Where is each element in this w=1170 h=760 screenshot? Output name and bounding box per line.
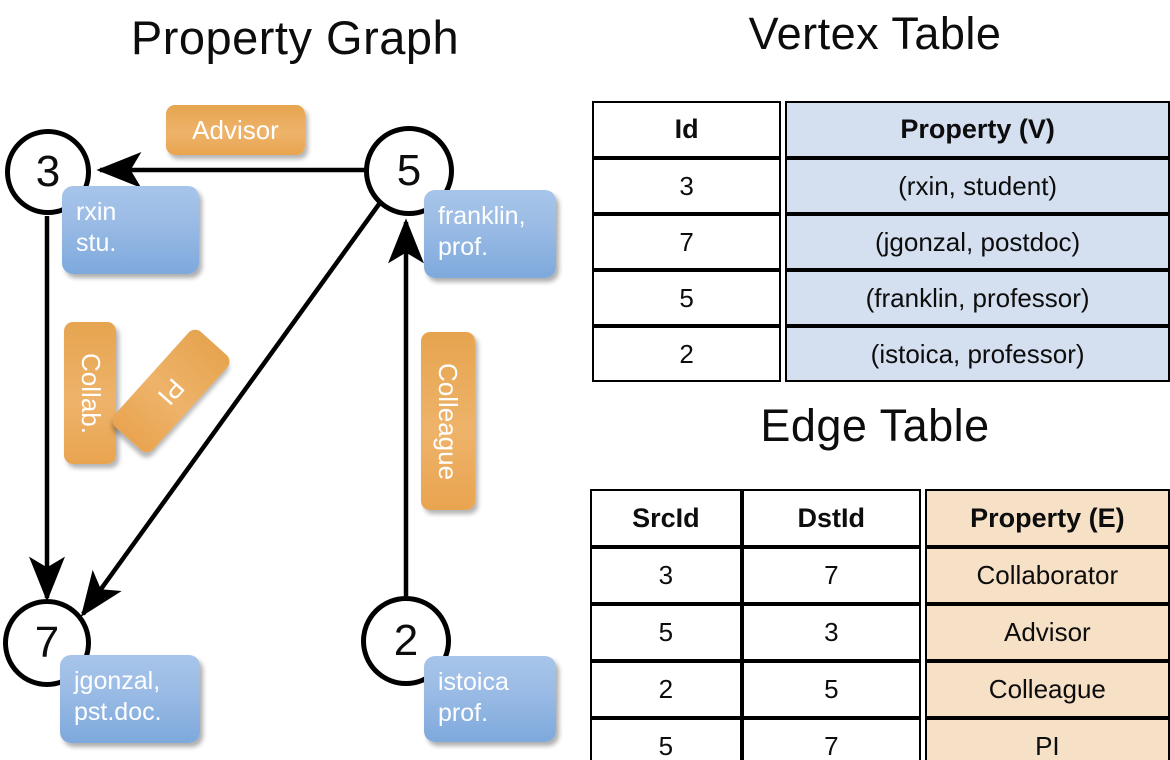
vertex-box-franklin-line2: prof. — [438, 232, 489, 261]
table-row[interactable]: 2 5 Colleague — [590, 661, 1170, 718]
edge-table-title: Edge Table — [760, 400, 990, 451]
edge-5-to-7 — [80, 198, 384, 617]
vertex-row-1-property: (jgonzal, postdoc) — [785, 214, 1170, 270]
edge-row-2-src: 2 — [590, 661, 742, 718]
vertex-row-2-id: 5 — [592, 270, 782, 326]
table-row[interactable]: 3 (rxin, student) — [592, 158, 1170, 214]
table-row[interactable]: 7 (jgonzal, postdoc) — [592, 214, 1170, 270]
vertex-row-3-id: 2 — [592, 326, 782, 382]
vertex-box-rxin-line1: rxin — [76, 198, 117, 226]
edge-row-3-dst: 7 — [741, 718, 921, 760]
vertex-row-1-gap — [781, 214, 786, 270]
table-row[interactable]: 5 (franklin, professor) — [592, 270, 1170, 326]
vertex-row-2-property: (franklin, professor) — [785, 270, 1170, 326]
edge-label-pi-text: PI — [151, 372, 191, 411]
edge-label-collab-text: Collab. — [75, 352, 106, 434]
vertex-row-3-gap — [781, 326, 786, 382]
vertex-box-jgonzal[interactable]: jgonzal, pst.doc. — [60, 655, 200, 743]
edge-row-2-property: Colleague — [924, 661, 1170, 718]
edge-table-column-gap — [920, 489, 925, 547]
vertex-box-jgonzal-line2: pst.doc. — [74, 697, 162, 726]
edge-row-1-dst: 3 — [741, 604, 921, 661]
edge-row-3-src: 5 — [590, 718, 742, 760]
table-row[interactable]: 5 7 PI — [590, 718, 1170, 760]
edge-table-header-property: Property (E) — [924, 489, 1170, 547]
edge-row-0-src: 3 — [590, 547, 742, 604]
graph-node-5[interactable]: 5 — [364, 126, 454, 216]
edge-table-header-row: SrcId DstId Property (E) — [590, 489, 1170, 547]
vertex-box-rxin[interactable]: rxin stu. — [62, 186, 199, 274]
vertex-table-header-property: Property (V) — [785, 101, 1170, 158]
edge-label-colleague[interactable]: Colleague — [421, 332, 475, 510]
vertex-table-header-id: Id — [592, 101, 782, 158]
table-row[interactable]: 3 7 Collaborator — [590, 547, 1170, 604]
edge-label-collab[interactable]: Collab. — [64, 322, 116, 464]
edge-row-1-property: Advisor — [924, 604, 1170, 661]
edge-row-0-dst: 7 — [741, 547, 921, 604]
vertex-table: Id Property (V) 3 (rxin, student) 7 (jgo… — [592, 101, 1170, 382]
vertex-box-jgonzal-line1: jgonzal, — [74, 667, 161, 695]
table-row[interactable]: 5 3 Advisor — [590, 604, 1170, 661]
edge-row-3-gap — [920, 718, 925, 760]
vertex-row-0-gap — [781, 158, 786, 214]
edge-label-colleague-text: Colleague — [433, 362, 464, 480]
vertex-row-1-id: 7 — [592, 214, 782, 270]
vertex-box-franklin[interactable]: franklin, prof. — [424, 190, 556, 278]
graph-node-7-id: 7 — [34, 618, 60, 667]
edge-row-1-src: 5 — [590, 604, 742, 661]
edge-label-advisor[interactable]: Advisor — [166, 105, 305, 155]
vertex-table-title: Vertex Table — [748, 8, 1002, 59]
vertex-table-header-row: Id Property (V) — [592, 101, 1170, 158]
vertex-box-istoica-line2: prof. — [438, 698, 489, 727]
edge-row-1-gap — [920, 604, 925, 661]
vertex-box-franklin-line1: franklin, — [438, 202, 526, 230]
graph-node-5-id: 5 — [396, 146, 422, 195]
vertex-box-rxin-line2: stu. — [76, 228, 117, 257]
edge-row-2-dst: 5 — [741, 661, 921, 718]
graph-node-2[interactable]: 2 — [361, 596, 451, 686]
vertex-table-column-gap — [781, 101, 786, 158]
graph-node-3-id: 3 — [35, 147, 61, 196]
vertex-row-0-property: (rxin, student) — [785, 158, 1170, 214]
vertex-row-3-property: (istoica, professor) — [785, 326, 1170, 382]
edge-table: SrcId DstId Property (E) 3 7 Collaborato… — [590, 489, 1170, 760]
vertex-row-0-id: 3 — [592, 158, 782, 214]
vertex-row-2-gap — [781, 270, 786, 326]
edge-row-0-property: Collaborator — [924, 547, 1170, 604]
edge-table-header-dstid: DstId — [741, 489, 921, 547]
property-graph-title: Property Graph — [130, 11, 460, 64]
edge-row-3-property: PI — [924, 718, 1170, 760]
vertex-box-istoica[interactable]: istoica prof. — [424, 656, 556, 742]
vertex-box-istoica-line1: istoica — [438, 668, 509, 696]
property-graph-diagram: 3 5 7 2 rxin stu. franklin, prof. jgonza… — [3, 105, 556, 743]
edge-label-advisor-text: Advisor — [192, 114, 279, 145]
graph-edges-svg — [29, 152, 424, 617]
edge-row-2-gap — [920, 661, 925, 718]
edge-row-0-gap — [920, 547, 925, 604]
edge-table-header-srcid: SrcId — [590, 489, 742, 547]
table-row[interactable]: 2 (istoica, professor) — [592, 326, 1170, 382]
graph-node-2-id: 2 — [393, 616, 419, 665]
